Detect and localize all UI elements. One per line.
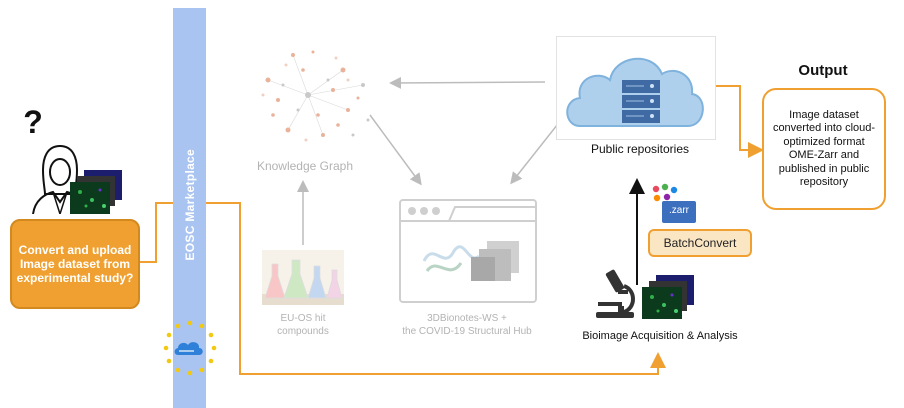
user-task-text: Convert and upload Image dataset from ex… bbox=[16, 243, 134, 285]
output-box: Image dataset converted into cloud-optim… bbox=[762, 88, 886, 210]
compounds-flasks-image bbox=[262, 250, 344, 305]
knowledge-graph-label: Knowledge Graph bbox=[256, 159, 354, 173]
hub-label-line2: the COVID-19 Structural Hub bbox=[402, 326, 532, 337]
public-repos-label: Public repositories bbox=[590, 142, 690, 156]
knowledge-graph-icon bbox=[261, 50, 370, 142]
acquisition-thumbnails bbox=[642, 275, 694, 319]
acquisition-label: Bioimage Acquisition & Analysis bbox=[582, 330, 738, 342]
microscope-icon bbox=[596, 269, 635, 318]
cloud-server-icon bbox=[566, 57, 704, 127]
zarr-file-icon bbox=[652, 183, 696, 223]
batchconvert-label: BatchConvert bbox=[663, 236, 737, 250]
compounds-label: EU-OS hit compounds bbox=[277, 313, 329, 337]
hub-browser-window bbox=[399, 199, 537, 303]
batchconvert-box: BatchConvert bbox=[648, 229, 752, 257]
gray-arrow-repos-to-kg bbox=[389, 76, 546, 89]
eu-stars-cloud-icon bbox=[163, 320, 217, 376]
eosc-marketplace-label: EOSC Marketplace bbox=[182, 149, 197, 261]
user-task-box: Convert and upload Image dataset from ex… bbox=[10, 219, 140, 309]
eosc-marketplace-label-wrap: EOSC Marketplace bbox=[173, 145, 206, 265]
browser-titlebar bbox=[401, 206, 535, 222]
output-text: Image dataset converted into cloud-optim… bbox=[772, 108, 876, 189]
zarr-label: .zarr bbox=[669, 205, 689, 216]
question-mark: ? bbox=[23, 104, 43, 140]
output-title: Output bbox=[798, 62, 848, 79]
eosc-marketplace-bar bbox=[173, 8, 206, 408]
hub-label: 3DBionotes-WS + the COVID-19 Structural … bbox=[385, 312, 549, 338]
hub-label-line1: 3DBionotes-WS + bbox=[427, 313, 507, 324]
gray-arrow-kg-to-hub bbox=[369, 114, 422, 186]
microscopy-thumbnails bbox=[70, 170, 122, 214]
protein-structure-images bbox=[422, 241, 519, 281]
flow-arrow-task-to-acquisition bbox=[138, 202, 666, 375]
flow-arrow-repos-to-output bbox=[716, 85, 764, 158]
